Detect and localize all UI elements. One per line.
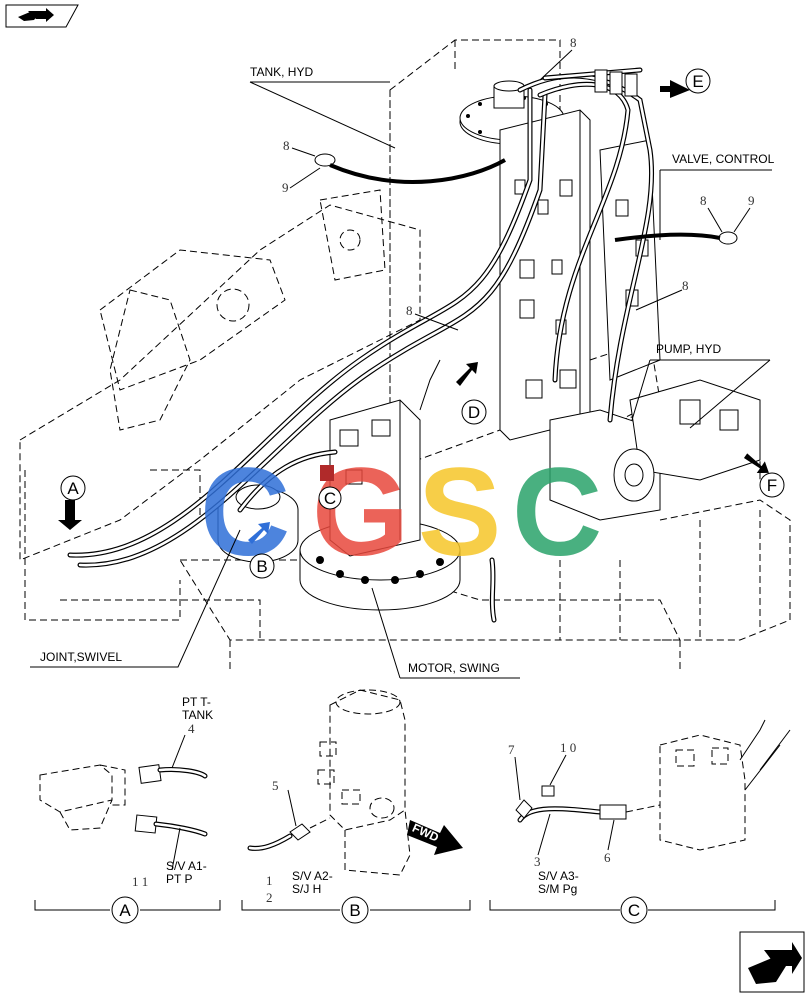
detail-b-line2: S/J H xyxy=(292,882,321,896)
callout-c-text: C xyxy=(324,489,336,508)
motor-label-text: MOTOR, SWING xyxy=(408,661,500,675)
detail-b: 5 1 2 S/V A2- S/J H FWD xyxy=(247,689,463,905)
next-page-arrow-icon[interactable] xyxy=(739,931,805,993)
detail-b-line1: S/V A2- xyxy=(292,869,333,883)
detail-a: PT T- TANK 4 S/V A1- PT P 1 1 xyxy=(39,695,213,889)
part-number-9-left: 9 xyxy=(282,180,289,195)
detail-a-bottom-line2: PT P xyxy=(166,872,192,886)
detail-c-line1: S/V A3- xyxy=(538,869,579,883)
callout-e-text: E xyxy=(692,72,703,91)
watermark-letter-g: G xyxy=(312,443,409,582)
detail-frame-a: A xyxy=(34,896,221,924)
callout-b-text: B xyxy=(256,557,267,576)
hose-routing xyxy=(67,67,655,623)
part-number-8-valve: 8 xyxy=(682,278,689,293)
callout-d[interactable]: D xyxy=(461,399,487,425)
control-valve xyxy=(499,109,661,441)
detail-a-top-line2: TANK xyxy=(182,708,213,722)
callout-f-text: F xyxy=(767,476,777,495)
detail-c: 7 1 0 3 6 S/V A3- S/M Pg xyxy=(508,719,791,896)
detail-b-label: B xyxy=(349,901,360,920)
part-number-6: 6 xyxy=(604,850,611,865)
detail-frame-b: B xyxy=(241,896,471,924)
part-number-4: 4 xyxy=(188,721,195,736)
part-number-10: 1 0 xyxy=(560,740,576,755)
part-number-9-right: 9 xyxy=(748,193,755,208)
valve-label-text: VALVE, CONTROL xyxy=(672,152,775,166)
detail-a-label: A xyxy=(119,901,131,920)
watermark-letter-c1: C xyxy=(200,443,290,582)
part-number-8-right: 8 xyxy=(700,193,707,208)
part-number-11: 1 1 xyxy=(132,874,148,889)
detail-a-top-line1: PT T- xyxy=(182,695,211,709)
arrow-a-icon xyxy=(58,500,82,530)
part-number-7: 7 xyxy=(508,742,515,757)
label-joint-swivel: JOINT,SWIVEL xyxy=(30,529,241,668)
callout-d-text: D xyxy=(468,403,480,422)
clamp-left xyxy=(314,153,336,167)
callout-f[interactable]: F xyxy=(759,472,785,498)
part-number-3: 3 xyxy=(534,854,541,869)
callout-e[interactable]: E xyxy=(685,68,711,94)
arrow-b-icon xyxy=(248,522,270,544)
clamp-right xyxy=(718,231,738,245)
arrow-f-icon xyxy=(743,453,769,474)
arrow-c-icon xyxy=(320,465,334,481)
fitting-block xyxy=(594,69,638,97)
watermark-letter-s: S xyxy=(418,443,501,582)
detail-frame-c: C xyxy=(489,896,776,924)
nav-arrow-icon[interactable] xyxy=(5,4,79,28)
label-pump-hyd: PUMP, HYD xyxy=(631,342,771,429)
fwd-arrow-icon: FWD xyxy=(407,820,463,855)
arrow-d-icon xyxy=(456,362,478,386)
label-valve-control: VALVE, CONTROL xyxy=(659,152,775,240)
detail-a-bottom-line1: S/V A1- xyxy=(166,859,207,873)
detail-c-label: C xyxy=(628,901,640,920)
callout-a-text: A xyxy=(67,479,79,498)
watermark-letter-c2: C xyxy=(512,443,602,582)
callout-c[interactable]: C xyxy=(318,486,342,510)
pump-label-text: PUMP, HYD xyxy=(656,342,721,356)
label-tank-hyd: TANK, HYD xyxy=(249,65,396,149)
label-motor-swing: MOTOR, SWING xyxy=(371,587,520,679)
detail-c-line2: S/M Pg xyxy=(538,882,577,896)
callout-b[interactable]: B xyxy=(249,553,275,579)
part-number-1: 1 xyxy=(266,873,273,888)
part-number-5: 5 xyxy=(272,778,279,793)
callout-a[interactable]: A xyxy=(60,475,86,501)
part-number-8-mid: 8 xyxy=(406,303,413,318)
part-number-2: 2 xyxy=(266,890,273,905)
arrow-e-icon xyxy=(660,80,690,98)
joint-label-text: JOINT,SWIVEL xyxy=(40,650,122,664)
part-number-8-left: 8 xyxy=(283,138,290,153)
tank-label-text: TANK, HYD xyxy=(250,65,313,79)
hydraulic-pump xyxy=(549,379,761,521)
swing-motor xyxy=(299,399,461,611)
part-number-8-top: 8 xyxy=(570,35,577,50)
